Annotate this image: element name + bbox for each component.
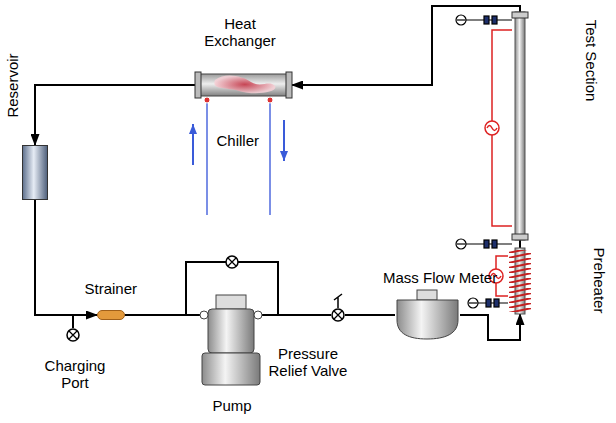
component-label: Pressure Relief Valve [264, 345, 352, 379]
component-label: Reservoir [4, 53, 21, 117]
pump-body [200, 295, 262, 385]
component-node: Strainer [97, 310, 125, 320]
pipe-line [73, 315, 97, 328]
component-node: Mass Flow Meter [395, 290, 460, 340]
bypass-valve [226, 256, 238, 268]
heat-exchanger [195, 72, 292, 98]
reservoir-tank [22, 145, 48, 200]
component-node: Test Section [512, 12, 528, 240]
component-label: Heat Exchanger [198, 15, 283, 49]
component-node: Pump [200, 295, 262, 385]
relief-valve [331, 308, 345, 322]
charging-valve [66, 328, 80, 342]
pipe-line [345, 314, 395, 316]
pipe-line [292, 6, 520, 85]
strainer-body [97, 310, 125, 320]
free-label: Chiller [217, 132, 260, 149]
pipe-line [35, 85, 195, 145]
pipe-line [35, 200, 97, 315]
heater-wire [485, 30, 512, 296]
pipe-line [519, 240, 521, 248]
component-node: Pressure Relief Valve [331, 308, 345, 322]
component-node: Preheater [508, 248, 532, 314]
component-label: Pump [213, 397, 252, 414]
component-label: Preheater [591, 247, 608, 313]
bypass-line [186, 262, 278, 315]
preheater-coil [508, 248, 532, 314]
component-node: Reservoir [22, 145, 48, 200]
component-node: Heat Exchanger [195, 72, 292, 98]
pipe-line [125, 314, 200, 316]
component-label: Mass Flow Meter [383, 269, 497, 286]
component-label: Strainer [85, 280, 138, 297]
component-label: Charging Port [39, 357, 111, 391]
pipe-line [262, 314, 331, 316]
pipe-line [460, 314, 520, 340]
sensor-symbol [456, 15, 512, 308]
flow-meter-body [395, 290, 460, 340]
test-section-tube [512, 12, 528, 240]
chiller-lines [193, 97, 284, 215]
component-label: Test Section [583, 19, 600, 101]
relief-stem [334, 294, 342, 308]
component-node: Charging Port [66, 328, 80, 342]
